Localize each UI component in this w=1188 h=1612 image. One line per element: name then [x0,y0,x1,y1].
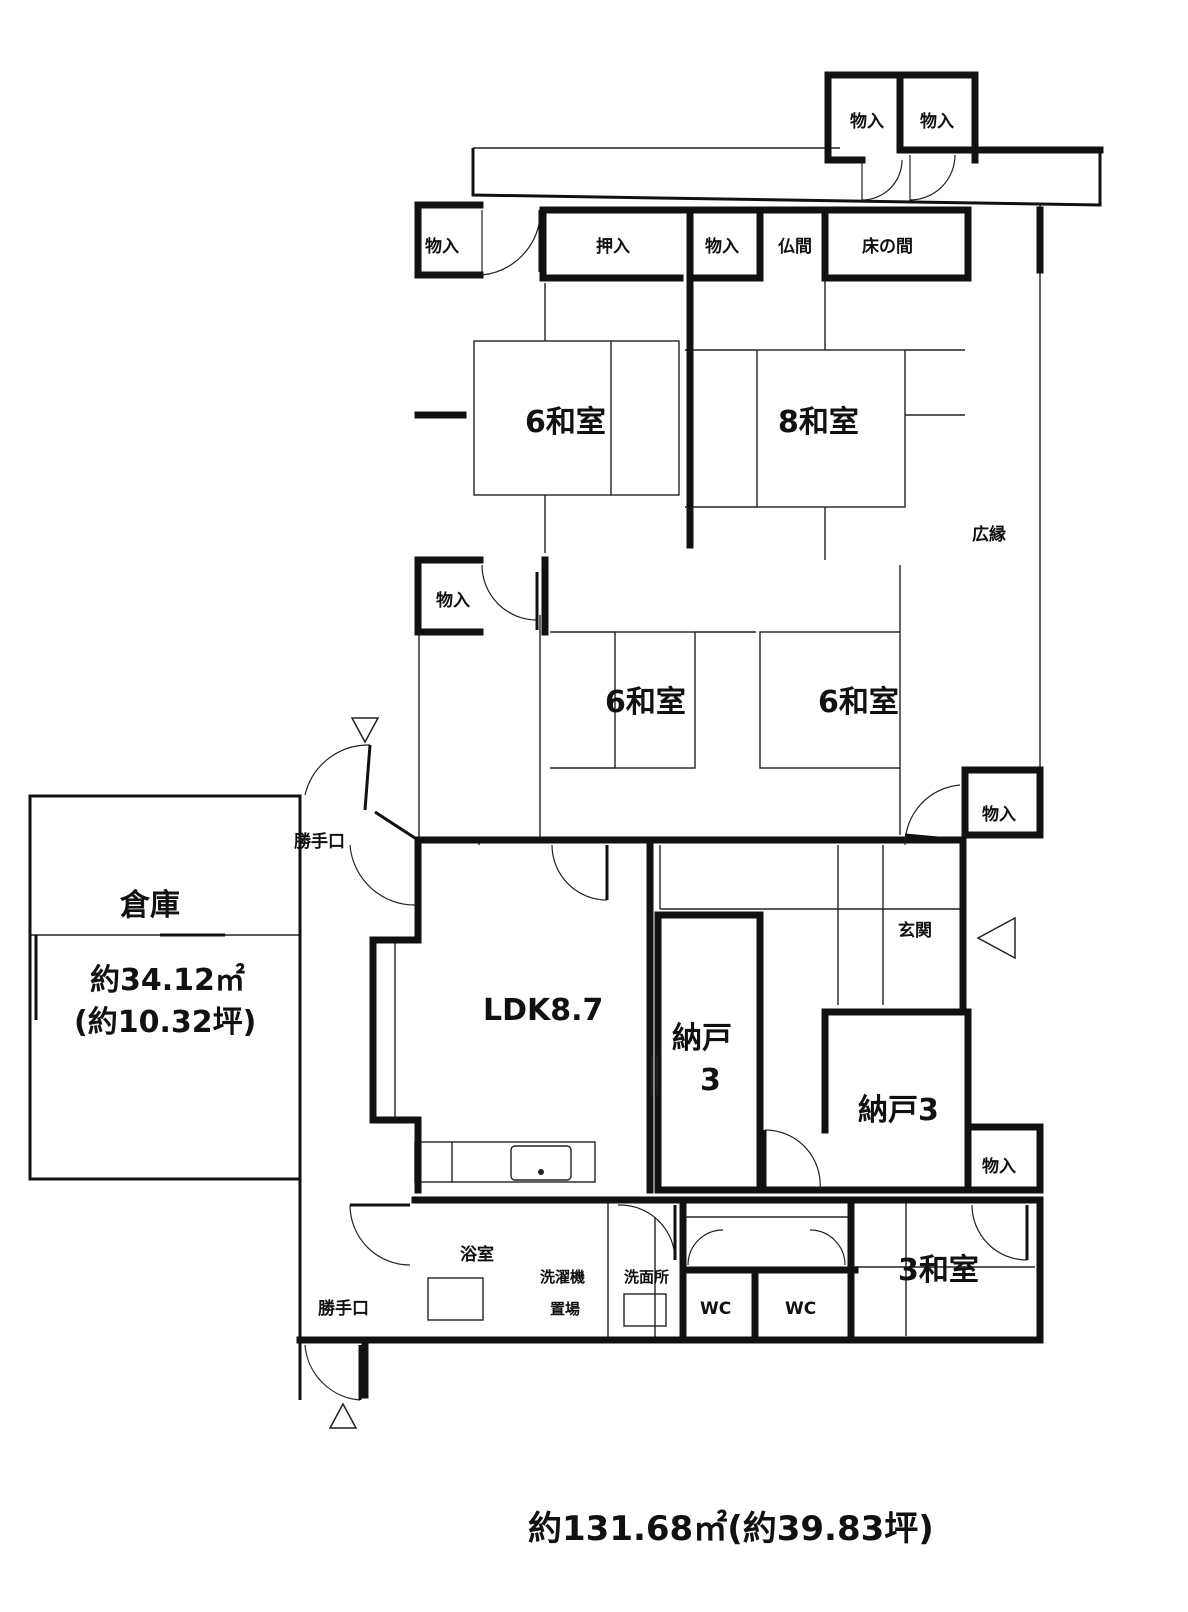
tatami-lines [30,147,1100,1340]
label-washitsu-6-mid-left: 6和室 [605,685,686,720]
label-sentakuki-1: 洗濯機 [540,1268,585,1286]
label-total-area: 約131.68㎡(約39.83坪) [528,1509,934,1549]
label-washitsu-8: 8和室 [778,405,859,440]
label-kattekuchi-bottom: 勝手口 [318,1298,369,1319]
label-monoire-mid-top: 物入 [705,236,739,257]
label-storage-area-tsubo: (約10.32坪) [74,1005,256,1040]
label-genkan: 玄関 [898,920,932,941]
room-labels: 物入 物入 物入 押入 物入 仏間 床の間 6和室 8和室 広縁 物入 6和室 … [74,111,1016,1549]
label-monoire-right-mid: 物入 [982,804,1016,825]
label-nando-left-2: 3 [700,1063,721,1098]
label-tokonoma: 床の間 [862,236,913,257]
label-senmenjo: 洗面所 [624,1268,669,1286]
back-entrance-triangle-icon [328,1402,358,1429]
label-storage: 倉庫 [119,888,180,923]
label-wc-2: WC [785,1299,816,1319]
label-monoire-lower-right: 物入 [982,1156,1016,1177]
genkan-entrance-triangle-icon [976,916,1016,960]
label-nando-left-1: 納戸 [672,1021,732,1056]
label-hiroen: 広縁 [972,524,1006,545]
label-oshiire: 押入 [596,236,630,257]
label-monoire-tl: 物入 [425,236,459,257]
label-washitsu-3: 3和室 [898,1253,979,1288]
walls [28,71,1104,1400]
label-storage-area-m2: 約34.12㎡ [90,963,245,998]
label-washitsu-6-mid-right: 6和室 [818,685,899,720]
label-monoire-mid: 物入 [436,590,470,611]
label-washitsu-6-top: 6和室 [525,405,606,440]
label-yokushitsu: 浴室 [460,1244,494,1265]
label-monoire-top-2: 物入 [920,111,954,132]
label-sentakuki-2: 置場 [550,1300,580,1318]
label-wc-1: WC [700,1299,731,1319]
door-swings [304,154,1029,1401]
label-nando-right: 納戸3 [858,1093,939,1128]
entrance-triangle-icon [350,717,380,744]
label-kattekuchi-top: 勝手口 [294,831,345,852]
label-monoire-top-1: 物入 [850,111,884,132]
label-butsuma: 仏間 [778,237,812,257]
label-ldk: LDK8.7 [483,993,603,1028]
